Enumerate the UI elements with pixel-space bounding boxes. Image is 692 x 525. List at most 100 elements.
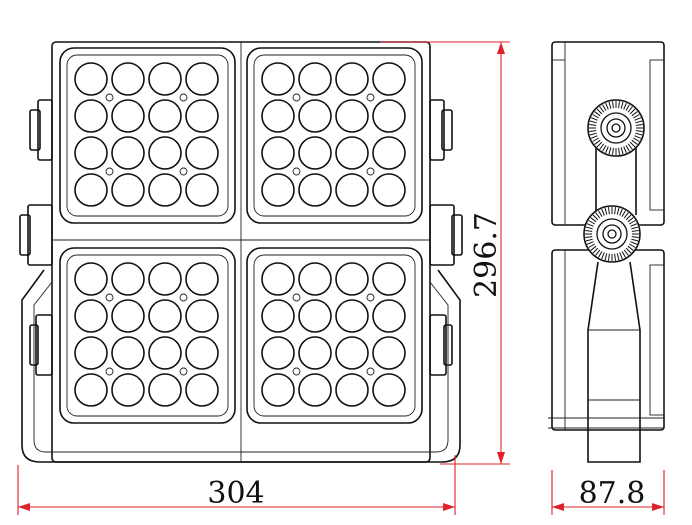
led-lens [111, 136, 145, 170]
left-mount-brackets [19, 99, 53, 376]
led-lens [335, 262, 369, 296]
led-lens [111, 373, 145, 407]
led-lens [372, 173, 406, 207]
led-lens [372, 299, 406, 333]
led-lens [261, 62, 295, 96]
led-lens [185, 373, 219, 407]
led-module [246, 47, 423, 224]
led-lens [74, 299, 108, 333]
led-lens [148, 173, 182, 207]
led-lens [372, 336, 406, 370]
screw [179, 167, 188, 176]
led-lens [372, 62, 406, 96]
led-lens [74, 62, 108, 96]
led-lens [148, 136, 182, 170]
led-lens [185, 336, 219, 370]
led-lens [111, 262, 145, 296]
led-lens [298, 262, 332, 296]
screw [366, 367, 375, 376]
led-lens [74, 336, 108, 370]
led-lens [335, 136, 369, 170]
led-lens [372, 262, 406, 296]
led-lens [111, 173, 145, 207]
led-lens [298, 99, 332, 133]
led-lens [111, 99, 145, 133]
led-lens [335, 173, 369, 207]
led-lens [148, 262, 182, 296]
right-mount-brackets [429, 99, 463, 376]
height-label: 296.7 [469, 212, 504, 298]
side-view [548, 41, 665, 463]
led-lens [74, 262, 108, 296]
led-lens [111, 299, 145, 333]
screw [292, 93, 301, 102]
led-lens [298, 299, 332, 333]
led-lens [298, 336, 332, 370]
screw [292, 367, 301, 376]
led-lens [185, 62, 219, 96]
led-lens [148, 336, 182, 370]
width-label: 304 [207, 476, 264, 511]
led-lens [148, 99, 182, 133]
led-lens [185, 262, 219, 296]
screw [105, 293, 114, 302]
led-lens [335, 62, 369, 96]
led-lens [261, 173, 295, 207]
led-lens [74, 173, 108, 207]
led-lens [261, 262, 295, 296]
screw [292, 293, 301, 302]
screw [105, 167, 114, 176]
led-lens [372, 136, 406, 170]
screw [105, 367, 114, 376]
led-lens [111, 336, 145, 370]
screw [366, 293, 375, 302]
led-lens [261, 299, 295, 333]
led-lens [335, 336, 369, 370]
led-lens [372, 373, 406, 407]
depth-label: 87.8 [579, 476, 646, 511]
side-lower-housing [551, 249, 665, 431]
led-lens [185, 173, 219, 207]
screw [179, 367, 188, 376]
led-lens [372, 99, 406, 133]
led-modules [59, 47, 423, 424]
led-lens [335, 373, 369, 407]
led-module [59, 247, 236, 424]
led-lens [185, 136, 219, 170]
led-lens [185, 99, 219, 133]
width-dimension: 304 [17, 455, 456, 515]
screw [292, 167, 301, 176]
led-module [59, 47, 236, 224]
screw [179, 293, 188, 302]
led-lens [74, 136, 108, 170]
adjustment-knobs [583, 99, 645, 263]
knob [587, 99, 645, 157]
side-yoke-arm [587, 261, 641, 463]
led-lens [74, 373, 108, 407]
led-lens [298, 62, 332, 96]
led-lens [261, 136, 295, 170]
led-lens [148, 373, 182, 407]
led-lens [335, 99, 369, 133]
height-dimension: 296.7 [380, 41, 510, 465]
led-lens [148, 62, 182, 96]
knob [583, 205, 641, 263]
led-lens [74, 99, 108, 133]
led-lens [111, 62, 145, 96]
screw [366, 167, 375, 176]
led-lens [261, 99, 295, 133]
led-lens [148, 299, 182, 333]
led-lens [298, 136, 332, 170]
led-lens [298, 173, 332, 207]
led-lens [185, 299, 219, 333]
screw [105, 93, 114, 102]
led-lens [261, 373, 295, 407]
led-lens [335, 299, 369, 333]
front-view [19, 41, 463, 463]
screw [179, 93, 188, 102]
depth-dimension: 87.8 [551, 470, 665, 515]
led-lens [261, 336, 295, 370]
screw [366, 93, 375, 102]
